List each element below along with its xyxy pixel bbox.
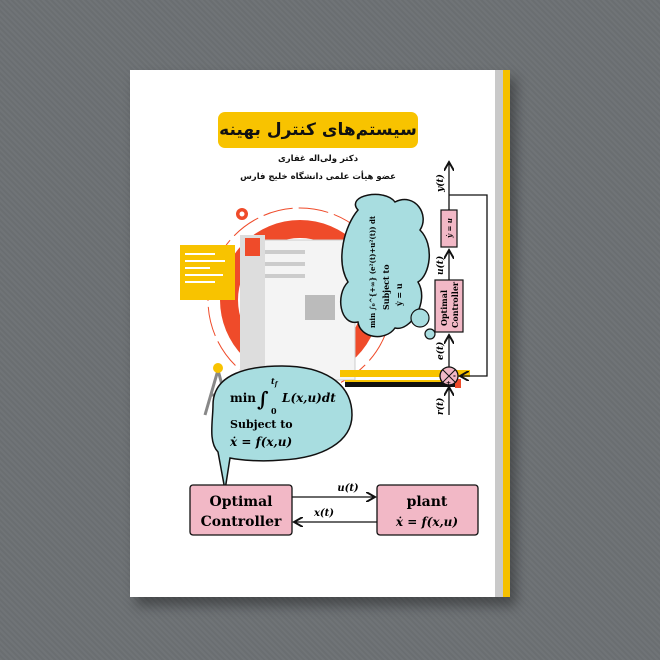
reference-signal-label: r(t) [435, 398, 446, 415]
optimal-controller-block [189, 484, 293, 536]
main-bubble-integrand: L(x,u)dt [281, 391, 336, 405]
author-affiliation: عضو هیأت علمی دانشگاه خلیج فارس [240, 172, 396, 182]
forward-signal-label: u(t) [337, 483, 359, 494]
integrator-equation: ẏ = u [445, 218, 454, 239]
author-name: دکتر ولی‌اله غفاری [277, 154, 359, 164]
title-box: سیستم‌های کنترل بهینه [218, 112, 418, 148]
integral-sign: ∫ [257, 387, 269, 411]
plant-block [376, 484, 479, 536]
plant-equation: ẋ = f(x,u) [395, 515, 458, 529]
book-title: سیستم‌های کنترل بهینه [219, 120, 417, 140]
cover-illustration: min ∫₀^{+∞} (e²(t)+u²(t)) dt Subject to … [180, 70, 488, 536]
controller-label-2: Controller [201, 514, 282, 530]
speech-bubble-main: min ∫ tf 0 L(x,u)dt Subject to ẋ = f(x,u… [211, 365, 353, 491]
spine-edge [495, 70, 503, 597]
integral-lower-limit: 0 [271, 406, 277, 416]
thought-bubble-small: min ∫₀^{+∞} (e²(t)+u²(t)) dt Subject to … [340, 193, 436, 340]
small-bubble-constraint: ẏ = u [394, 283, 404, 307]
control-signal-label: u(t) [435, 256, 446, 275]
small-bubble-objective: min ∫₀^{+∞} (e²(t)+u²(t)) dt [368, 215, 377, 328]
main-bubble-min: min [230, 391, 256, 405]
feedback-control-diagram: + - Optimal Controller ẏ = u r(t) e(t) u… [434, 162, 488, 415]
output-signal-label: y(t) [435, 174, 446, 193]
error-signal-label: e(t) [435, 342, 446, 360]
spine-yellow-edge [503, 70, 510, 597]
main-bubble-constraint: ẋ = f(x,u) [229, 435, 292, 449]
plant-label: plant [407, 494, 448, 510]
controller-label: Optimal [210, 494, 273, 510]
feedback-controller-label: Optimal [439, 290, 449, 326]
small-bubble-subject-to: Subject to [381, 264, 391, 310]
optimal-control-loop-diagram: Optimal Controller plant ẋ = f(x,u) u(t)… [189, 483, 479, 536]
feedback-path [449, 194, 488, 376]
main-bubble-subject-to: Subject to [230, 418, 293, 431]
feedback-controller-label-2: Controller [450, 281, 460, 328]
sum-plus-sign: + [446, 380, 451, 387]
sum-minus-sign: - [453, 371, 456, 380]
integral-upper-limit: tf [271, 376, 279, 388]
feedback-signal-label: x(t) [313, 508, 334, 519]
book-cover: سیستم‌های کنترل بهینه دکتر ولی‌اله غفاری… [130, 70, 510, 597]
